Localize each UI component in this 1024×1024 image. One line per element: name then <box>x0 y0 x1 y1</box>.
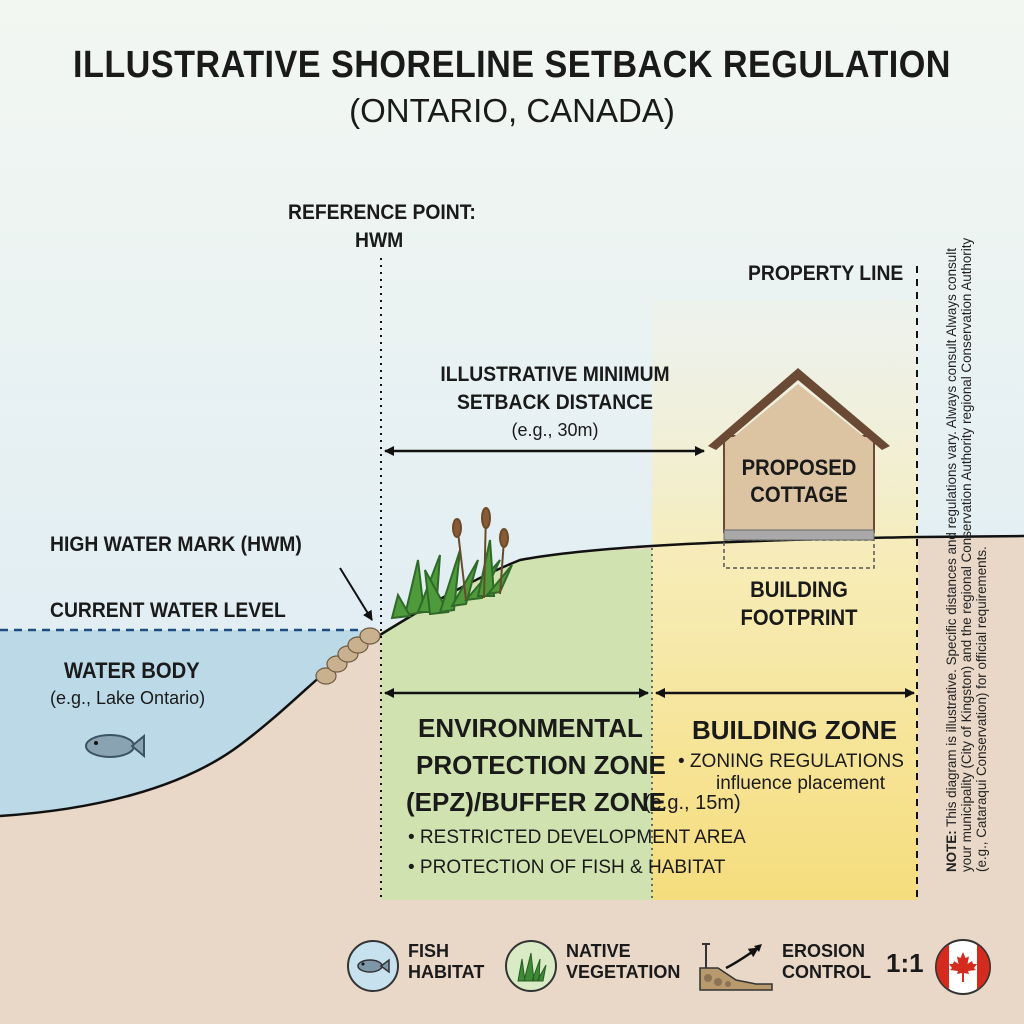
setback-label-line1: ILLUSTRATIVE MINIMUM <box>440 363 670 386</box>
legend-vegetation-line1: NATIVE <box>566 941 631 961</box>
property-line-label: PROPERTY LINE <box>748 262 904 285</box>
footprint-label-line2: FOOTPRINT <box>740 605 858 630</box>
legend-vegetation-line2: VEGETATION <box>566 962 681 982</box>
page-subtitle: (ONTARIO, CANADA) <box>349 92 675 129</box>
native-vegetation <box>390 539 513 620</box>
building-zone-bullet-detail: influence placement <box>716 773 885 794</box>
legend: FISH HABITAT NATIVE VEGETATION EROSION C… <box>346 936 991 996</box>
disclaimer-note: NOTE: This diagram is illustrative. Spec… <box>944 232 989 872</box>
fish-icon <box>85 733 145 759</box>
erosion-stones <box>315 627 381 685</box>
setback-label-line2: SETBACK DISTANCE <box>456 391 654 414</box>
page-title: ILLUSTRATIVE SHORELINE SETBACK REGULATIO… <box>73 44 951 86</box>
fish-habitat-icon <box>347 940 399 992</box>
epz-title-line2: PROTECTION ZONE <box>416 750 666 780</box>
epz-title-line1: ENVIRONMENTAL <box>418 713 643 743</box>
reference-point-label: REFERENCE POINT: <box>288 201 476 224</box>
footprint-label-line1: BUILDING <box>750 577 848 602</box>
legend-erosion-line2: CONTROL <box>782 962 871 982</box>
epz-bullet-1: • RESTRICTED DEVELOPMENT AREA <box>408 827 746 848</box>
water-body <box>0 630 372 816</box>
cattails <box>452 507 509 601</box>
epz-title-line3: (EPZ)/BUFFER ZONE <box>406 787 666 817</box>
scale-label: 1:1 <box>886 948 924 978</box>
current-water-level-label: CURRENT WATER LEVEL <box>50 599 286 622</box>
cottage-label-line1: PROPOSED <box>741 455 857 480</box>
hwm-label: HIGH WATER MARK (HWM) <box>50 533 302 556</box>
legend-fish-line2: HABITAT <box>408 962 485 982</box>
epz-example: (e.g., 15m) <box>644 792 741 814</box>
note-text: This diagram is illustrative. Specific d… <box>944 237 989 872</box>
canada-flag-icon <box>935 939 991 995</box>
legend-fish-line1: FISH <box>408 941 450 961</box>
proposed-cottage <box>708 368 890 541</box>
cottage-label-line2: COTTAGE <box>750 482 848 507</box>
epz-bullet-2: • PROTECTION OF FISH & HABITAT <box>408 857 726 878</box>
building-zone-title: BUILDING ZONE <box>692 715 898 745</box>
native-vegetation-icon <box>505 940 557 992</box>
erosion-control-icon <box>699 943 773 991</box>
epz-zone-fill <box>381 549 652 900</box>
legend-erosion-line1: EROSION <box>782 941 866 961</box>
reference-point-hwm: HWM <box>355 229 404 252</box>
note-prefix: NOTE: <box>944 830 959 872</box>
building-zone-bullet: • ZONING REGULATIONS <box>678 751 904 772</box>
water-body-label: WATER BODY <box>64 658 200 683</box>
water-body-example: (e.g., Lake Ontario) <box>50 688 206 708</box>
setback-example: (e.g., 30m) <box>511 420 599 440</box>
